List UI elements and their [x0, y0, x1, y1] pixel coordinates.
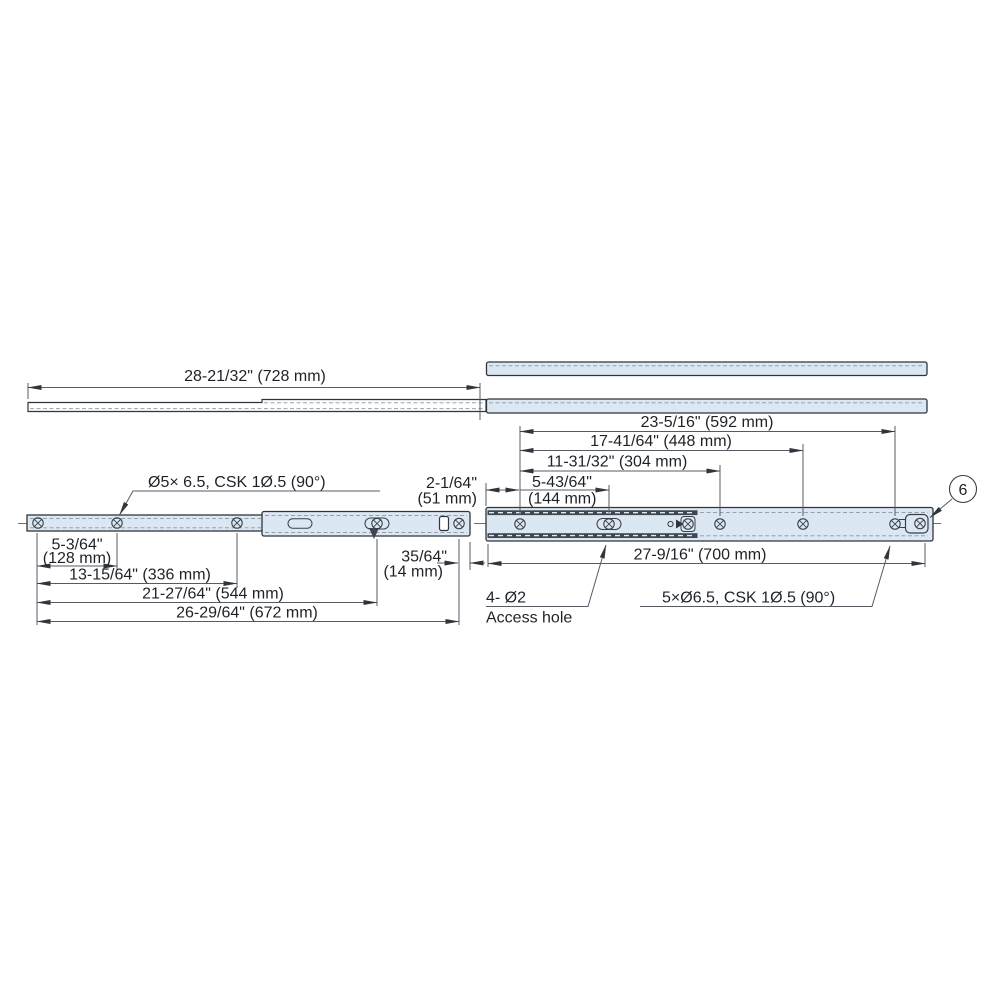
lock-lever-tab — [369, 528, 379, 539]
csk-note-bottom-label: 5×Ø6.5, CSK 1Ø.5 (90°) — [662, 590, 835, 607]
intermediate-member-hatch — [265, 515, 467, 533]
access-hole-label: Access hole — [486, 610, 572, 627]
dim-14-mm-label: (14 mm) — [383, 564, 443, 581]
intermediate-member — [261, 510, 471, 537]
back-member — [26, 514, 264, 532]
top-view-inner-member — [27, 398, 487, 413]
dim-304-label: 11-31/32" (304 mm) — [547, 454, 688, 471]
latch-spring — [676, 519, 684, 529]
balloon-number: 6 — [959, 482, 968, 499]
outer-member — [485, 506, 934, 542]
outer-member-hatch — [700, 512, 928, 537]
hole-pitch-dimensions-right: 23-5/16" (592 mm) 17-41/64" (448 mm) 11-… — [417, 414, 896, 516]
top-view-outer-rail-upper — [485, 361, 928, 377]
slot-hole — [287, 518, 313, 529]
mounting-holes — [32, 517, 926, 530]
dimension-728mm: 28-21/32" (728 mm) — [27, 368, 481, 420]
access-hole-note: 4- Ø2 Access hole — [486, 544, 607, 627]
dim-672-label: 26-29/64" (672 mm) — [176, 605, 318, 622]
countersink-note-top: Ø5× 6.5, CSK 1Ø.5 (90°) — [119, 474, 380, 516]
main-view — [18, 506, 941, 542]
countersink-note-bottom: 5×Ø6.5, CSK 1Ø.5 (90°) — [640, 545, 891, 607]
dim-128-inch-label: 5-3/64" — [51, 537, 102, 554]
rect-hole — [438, 515, 450, 532]
hole-pitch-dimensions-left: 5-3/64" (128 mm) 13-15/64" (336 mm) 21-2… — [36, 533, 460, 625]
csk-note-top-label: Ø5× 6.5, CSK 1Ø.5 (90°) — [148, 474, 326, 491]
dim-336-label: 13-15/64" (336 mm) — [69, 567, 211, 584]
end-bracket — [904, 513, 929, 534]
access-hole-qty-label: 4- Ø2 — [486, 590, 526, 607]
back-member-hatch — [30, 518, 261, 529]
top-view-outer-rail-lower — [485, 398, 928, 414]
slot-outline-access — [596, 518, 622, 530]
top-view: 28-21/32" (728 mm) — [27, 361, 928, 420]
dim-51-inch-label: 2-1/64" — [426, 475, 477, 492]
dim-144-inch-label: 5-43/64" — [532, 474, 592, 491]
dim-14-inch-label: 35/64" — [401, 549, 447, 566]
dim-128-mm-label: (128 mm) — [43, 550, 111, 567]
end-detail-marks — [899, 519, 905, 528]
dimension-700mm: 27-9/16" (700 mm) — [487, 543, 926, 567]
dim-448-label: 17-41/64" (448 mm) — [590, 433, 732, 450]
dim-544-label: 21-27/64" (544 mm) — [142, 586, 284, 603]
dim-144-mm-label: (144 mm) — [528, 491, 596, 508]
dimension-14mm: 35/64" (14 mm) — [383, 542, 485, 581]
balloon-circle — [948, 474, 978, 504]
latch-housing — [680, 516, 696, 532]
latch-pin — [667, 520, 674, 528]
item-balloon: 6 — [929, 474, 978, 518]
dim-51-mm-label: (51 mm) — [417, 491, 477, 508]
dim-592-label: 23-5/16" (592 mm) — [641, 414, 774, 431]
dim-700-label: 27-9/16" (700 mm) — [634, 547, 767, 564]
dim-728-label: 28-21/32" (728 mm) — [184, 368, 326, 385]
